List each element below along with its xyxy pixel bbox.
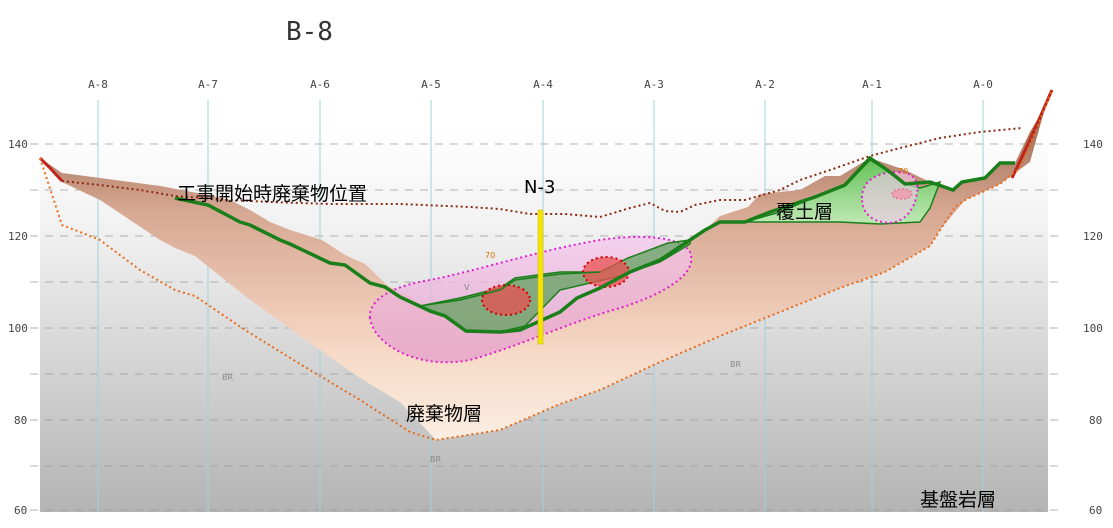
- ground-edge-left: [38, 156, 64, 183]
- cover-soil-label: 覆土層: [776, 201, 833, 223]
- bedrock-label: 基盤岩層: [920, 489, 996, 511]
- hotspot-1: [481, 284, 531, 316]
- section-label-a2: A-2: [755, 78, 775, 91]
- elevation-tick-60-right: 60: [1089, 504, 1102, 517]
- cover-boundary-line: [419, 271, 601, 307]
- faint-mark-70-2: 70: [898, 167, 908, 176]
- section-labels: A-8 A-7 A-6 A-5 A-4 A-3 A-2 A-1 A-0: [88, 78, 993, 91]
- faint-mark-br-1: BR: [222, 373, 233, 382]
- section-label-a3: A-3: [644, 78, 664, 91]
- section-label-a8: A-8: [88, 78, 108, 91]
- elevation-tick-80-left: 80: [14, 414, 27, 427]
- original-waste-position-label: 工事開始時廃棄物位置: [177, 183, 367, 205]
- borehole-n3: [537, 209, 544, 345]
- bedrock-surface-line: [39, 89, 1053, 442]
- section-label-a4: A-4: [533, 78, 553, 91]
- faint-mark-70-1: 70: [485, 251, 495, 260]
- section-label-a0: A-0: [973, 78, 993, 91]
- elevation-ticks-left: 140 120 100 80 60: [8, 138, 28, 517]
- elevation-tick-60-left: 60: [14, 504, 27, 517]
- borehole-label: N-3: [524, 177, 555, 198]
- waste-layer-label: 廃棄物層: [406, 403, 482, 425]
- elevation-ticks-right: 140 120 100 80 60: [1083, 138, 1103, 517]
- faint-mark-br-3: BR: [430, 455, 441, 464]
- current-ground-line: [174, 155, 1015, 334]
- original-waste-line: [61, 127, 1023, 219]
- elevation-tick-140-left: 140: [8, 138, 28, 151]
- section-label-a7: A-7: [198, 78, 218, 91]
- elevation-tick-120-right: 120: [1083, 230, 1103, 243]
- elevation-tick-80-right: 80: [1089, 414, 1102, 427]
- faint-mark-br-2: BR: [730, 360, 741, 369]
- elevation-tick-120-left: 120: [8, 230, 28, 243]
- section-label-a6: A-6: [310, 78, 330, 91]
- elevation-tick-100-left: 100: [8, 322, 28, 335]
- faint-mark-v: V: [464, 283, 470, 292]
- section-label-a5: A-5: [421, 78, 441, 91]
- waste-layer: [40, 90, 1050, 440]
- elevation-tick-100-right: 100: [1083, 322, 1103, 335]
- section-label-a1: A-1: [862, 78, 882, 91]
- elevation-tick-140-right: 140: [1083, 138, 1103, 151]
- section-title: B-8: [286, 17, 333, 47]
